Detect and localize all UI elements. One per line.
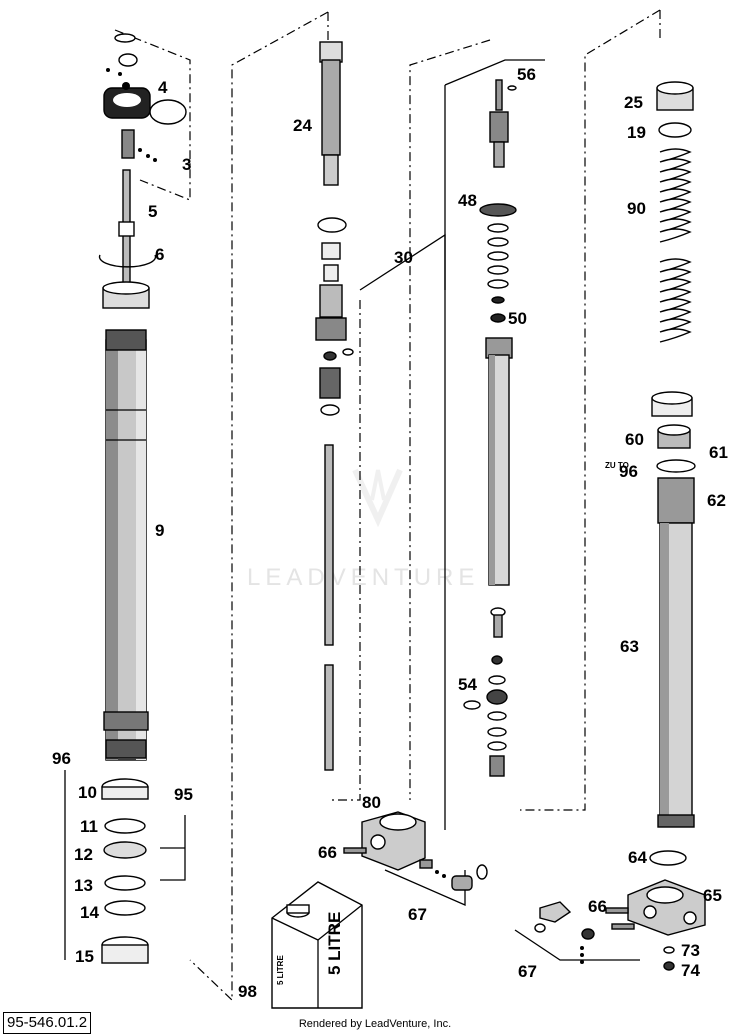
callout-24: 24: [293, 116, 312, 135]
piston-rod-24: [319, 41, 343, 186]
callout-61: 61: [709, 443, 728, 462]
callout-15: 15: [75, 947, 94, 966]
container-small-text: 5 LITRE: [276, 955, 285, 985]
callout-10: 10: [78, 783, 97, 802]
callout-6: 6: [155, 245, 164, 264]
callout-74: 74: [681, 961, 700, 980]
callout-67-left: 67: [408, 905, 427, 924]
callout-66-right: 66: [588, 897, 607, 916]
callout-56: 56: [517, 65, 536, 84]
callout-48: 48: [458, 191, 477, 210]
callout-90: 90: [627, 199, 646, 218]
top-nut-parts: [103, 33, 187, 162]
callout-12: 12: [74, 845, 93, 864]
callout-65: 65: [703, 886, 722, 905]
valve-parts-30: [315, 217, 354, 416]
outer-tube-9: [103, 329, 149, 761]
cartridge-tube: [485, 337, 513, 586]
callout-11: 11: [80, 817, 98, 836]
group-outline-right-spring: [520, 9, 661, 811]
callout-98: 98: [238, 982, 257, 1001]
callout-50: 50: [508, 309, 527, 328]
base-valve-54: [463, 607, 508, 777]
bushing-60: [651, 391, 693, 449]
bushing-top: [102, 281, 150, 309]
fork-spring-90: [659, 148, 692, 343]
callout-96-right: 96: [619, 462, 638, 481]
ref-prefix-zu-to: ZU TO: [605, 461, 629, 470]
group-outline-left-tube: [189, 11, 329, 1002]
callout-62: 62: [707, 491, 726, 510]
damper-rod-lower: [324, 444, 334, 771]
callout-19: 19: [627, 123, 646, 142]
container-label: 5 LITRE: [325, 912, 344, 975]
callout-63: 63: [620, 637, 639, 656]
watermark-logo: [352, 468, 403, 528]
circlip-6: [98, 254, 157, 268]
shim-stack-48: [479, 203, 517, 323]
callout-13: 13: [74, 876, 93, 895]
callout-96-left: 96: [52, 749, 71, 768]
callout-95: 95: [174, 785, 193, 804]
callout-9: 9: [155, 521, 164, 540]
bleed-screw-parts-67-right: [534, 901, 595, 964]
callout-67-right: 67: [518, 962, 537, 981]
callout-66-left: 66: [318, 843, 337, 862]
callout-73: 73: [681, 941, 700, 960]
group-outline-damper: [328, 39, 491, 801]
callout-80: 80: [362, 793, 381, 812]
cartridge-top-56: [489, 79, 517, 168]
group-bracket-96-95: [64, 770, 186, 960]
group-bracket-56: [444, 59, 545, 830]
callout-5: 5: [148, 202, 157, 221]
footer-credit: Rendered by LeadVenture, Inc.: [298, 1018, 452, 1030]
callout-60: 60: [625, 430, 644, 449]
group-bracket-67-right: [514, 929, 640, 961]
seal-rings-stack: [101, 778, 149, 964]
callout-14: 14: [80, 903, 99, 922]
axle-lug-80: [343, 811, 488, 891]
axle-clamp-65: [605, 850, 706, 971]
spring-seat-25: [656, 81, 694, 138]
inner-tube-63: [656, 459, 696, 828]
fork-oil-container-98: [271, 881, 363, 1009]
callout-64: 64: [628, 848, 647, 867]
callout-25: 25: [624, 93, 643, 112]
fork-rod: [118, 169, 135, 291]
diagram-code: 95-546.01.2: [3, 1012, 92, 1034]
callout-3: 3: [182, 155, 191, 174]
callout-30: 30: [394, 248, 413, 267]
callout-4: 4: [158, 78, 168, 97]
watermark-text: LEADVENTURE: [247, 564, 479, 591]
callout-54: 54: [458, 675, 477, 694]
group-outline-top-cap: [114, 29, 191, 201]
